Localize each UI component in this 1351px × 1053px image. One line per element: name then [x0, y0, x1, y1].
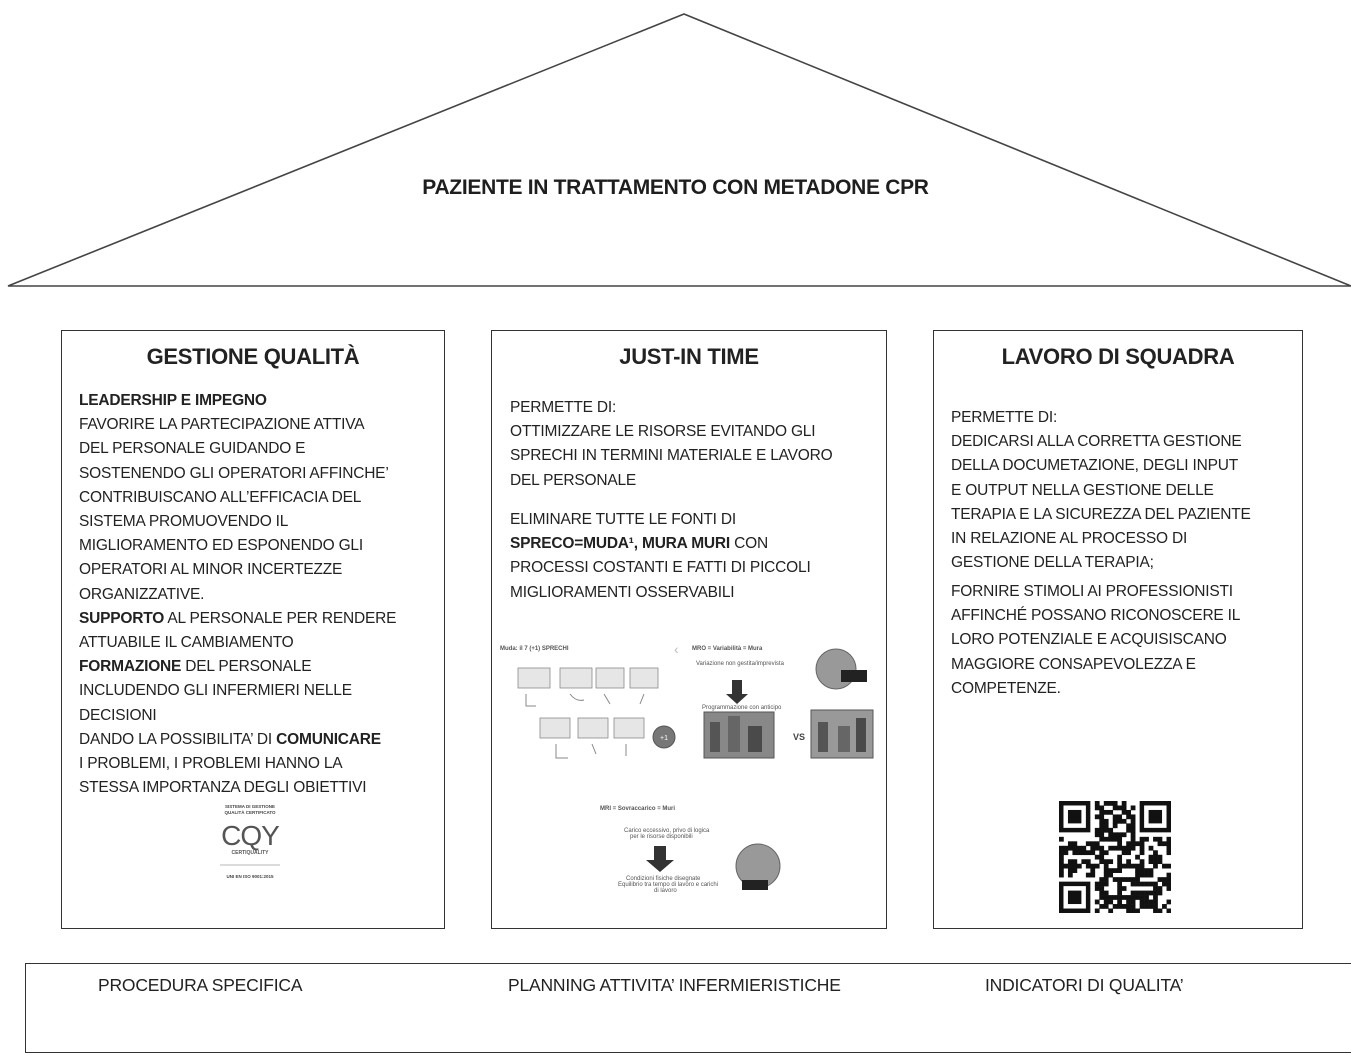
text-line: TERAPIA E LA SICUREZZA DEL PAZIENTE [951, 505, 1251, 523]
pillar-title: LAVORO DI SQUADRA [1001, 344, 1235, 369]
text-line: FAVORIRE LA PARTECIPAZIONE ATTIVA [79, 416, 365, 434]
svg-text:Condizioni fisiche disegnate: Condizioni fisiche disegnate [626, 876, 701, 882]
text-line: DELLA DOCUMETAZIONE, DEGLI INPUT [951, 457, 1239, 475]
muda-title: Muda: il 7 (+1) SPRECHI [500, 646, 569, 652]
text-line: ORGANIZZATIVE. [79, 585, 205, 603]
text-line: PERMETTE DI: [951, 409, 1058, 426]
svg-text:Programmazione con anticipo: Programmazione con anticipo [702, 705, 782, 711]
text-line: FORNIRE STIMOLI AI PROFESSIONISTI [951, 583, 1233, 600]
svg-text:Variazione non gestita/imprevi: Variazione non gestita/imprevista [696, 661, 785, 667]
text-line: PERMETTE DI: [510, 399, 617, 416]
svg-text:+1: +1 [660, 735, 668, 742]
roof-title: PAZIENTE IN TRATTAMENTO CON METADONE CPR [422, 176, 929, 199]
pillar-text-2: FORNIRE STIMOLI AI PROFESSIONISTI AFFINCH… [951, 580, 1240, 701]
foundation-item-indicatori: INDICATORI DI QUALITA’ [985, 975, 1184, 995]
text-line: LORO POTENZIALE E ACQUISISCANO [951, 631, 1227, 649]
muda-boxes: +1 [517, 667, 676, 759]
text-line: DANDO LA POSSIBILITA’ DI COMUNICARE [79, 730, 381, 748]
text-line: E OUTPUT NELLA GESTIONE DELLE [951, 481, 1214, 499]
text-line: AFFINCHÉ POSSANO RICONOSCERE IL [951, 607, 1241, 625]
text-line: CONTRIBUISCANO ALL’EFFICACIA DEL [79, 488, 362, 506]
logo-norm: UNI EN ISO 9001:2015 [226, 874, 274, 879]
text-line: FORMAZIONE DEL PERSONALE [79, 658, 312, 676]
qr-code-icon [1059, 801, 1171, 913]
roof-triangle [7, 13, 1351, 287]
logo-mark: CQY [221, 820, 280, 851]
foundation-item-procedura: PROCEDURA SPECIFICA [98, 975, 303, 995]
pillar-title: GESTIONE QUALITÀ [146, 344, 360, 369]
text-line: SOSTENENDO GLI OPERATORI AFFINCHE’ [79, 464, 389, 482]
text-line: GESTIONE DELLA TERAPIA; [951, 554, 1154, 572]
text-line: MIGLIORAMENTO ED ESPONENDO GLI [79, 537, 363, 555]
text-line: DECISIONI [79, 706, 157, 724]
pillar-text-1: PERMETTE DI: DEDICARSI ALLA CORRETTA GEST… [951, 406, 1251, 575]
lean-waste-figure: Muda: il 7 (+1) SPRECHI +1 ‹ MRO = Varia… [500, 641, 874, 894]
svg-text:Carico eccessivo, privo di log: Carico eccessivo, privo di logica [624, 828, 710, 834]
text-line: ATTUABILE IL CAMBIAMENTO [79, 634, 294, 652]
text-line: DEL PERSONALE [510, 471, 637, 489]
pillar-text-2: ELIMINARE TUTTE LE FONTI DI SPRECO=MUDA¹,… [510, 508, 811, 605]
down-arrow-icon [726, 680, 748, 704]
svg-text:Equilibrio tra tempo di lavoro: Equilibrio tra tempo di lavoro e carichi [618, 882, 718, 888]
muri-title: MRI = Sovraccarico = Muri [600, 806, 675, 812]
text-line: DEL PERSONALE GUIDANDO E [79, 440, 306, 458]
svg-text:QUALITÀ CERTIFICATO: QUALITÀ CERTIFICATO [224, 809, 276, 815]
svg-text:‹: ‹ [674, 641, 679, 657]
text-line: DEDICARSI ALLA CORRETTA GESTIONE [951, 433, 1242, 451]
logo-top-text: SISTEMA DI GESTIONE [225, 804, 275, 809]
text-line: COMPETENZE. [951, 679, 1061, 697]
text-line: SPRECHI IN TERMINI MATERIALE E LAVORO [510, 447, 833, 465]
text-line: STESSA IMPORTANZA DEGLI OBIETTIVI [79, 779, 367, 797]
svg-text:di lavoro: di lavoro [654, 888, 677, 894]
pillar-gestione-qualita: GESTIONE QUALITÀ [61, 330, 445, 929]
svg-text:per le risorse disponibili: per le risorse disponibili [630, 834, 693, 840]
mura-title: MRO = Variabilità = Mura [692, 646, 763, 652]
pillar-text-1: PERMETTE DI: OTTIMIZZARE LE RISORSE EVITA… [510, 396, 833, 493]
text-line: ELIMINARE TUTTE LE FONTI DI [510, 511, 736, 528]
text-line: INCLUDENDO GLI INFERMIERI NELLE [79, 682, 352, 700]
text-line: MAGGIORE CONSAPEVOLEZZA E [951, 655, 1196, 673]
vs-label: VS [793, 732, 805, 742]
down-arrow-icon [646, 846, 674, 872]
foundation-item-planning: PLANNING ATTIVITA’ INFERMIERISTICHE [508, 975, 841, 995]
text-line: LEADERSHIP E IMPEGNO [79, 392, 267, 409]
text-line: SPRECO=MUDA¹, MURA MURI CON [510, 535, 768, 553]
text-line: I PROBLEMI, I PROBLEMI HANNO LA [79, 755, 343, 773]
text-line: OTTIMIZZARE LE RISORSE EVITANDO GLI [510, 423, 816, 441]
text-line: PROCESSI COSTANTI E FATTI DI PICCOLI [510, 559, 811, 577]
text-line: SUPPORTO AL PERSONALE PER RENDERE [79, 609, 397, 627]
pillar-lavoro-di-squadra: LAVORO DI SQUADRA [933, 330, 1303, 929]
pillar-just-in-time: JUST-IN TIME [491, 330, 887, 929]
certiquality-logo: SISTEMA DI GESTIONE QUALITÀ CERTIFICATO … [220, 804, 281, 879]
logo-name: CERTIQUALITY [232, 850, 270, 856]
text-line: OPERATORI AL MINOR INCERTEZZE [79, 561, 343, 579]
text-line: MIGLIORAMENTI OSSERVABILI [510, 583, 735, 601]
text-line: SISTEMA PROMUOVENDO IL [79, 513, 289, 531]
text-line: IN RELAZIONE AL PROCESSO DI [951, 530, 1188, 548]
pillar-title: JUST-IN TIME [619, 344, 759, 369]
pillar-text: LEADERSHIP E IMPEGNO FAVORIRE LA PARTECIP… [79, 389, 396, 800]
